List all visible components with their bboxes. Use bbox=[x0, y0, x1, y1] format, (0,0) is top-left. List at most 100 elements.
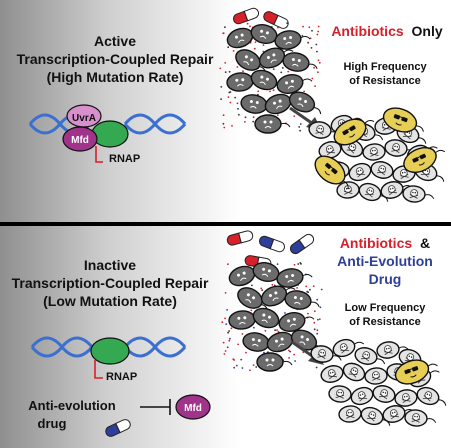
skull-icon bbox=[339, 343, 350, 354]
bacterium-icon bbox=[308, 121, 340, 139]
sunglasses-icon bbox=[325, 162, 338, 175]
resistant-bacterium-icon bbox=[333, 118, 375, 146]
bacterium-icon bbox=[282, 52, 318, 72]
bottom-bacteria-clump bbox=[221, 261, 324, 372]
top-rnap-label: RNAP bbox=[109, 153, 140, 165]
bottom-outcome-cluster bbox=[310, 338, 447, 427]
skull-icon bbox=[409, 189, 419, 199]
uvra-label: UvrA bbox=[72, 113, 96, 124]
skull-icon bbox=[384, 345, 393, 355]
skull-icon bbox=[422, 391, 433, 402]
skull-icon bbox=[411, 413, 421, 423]
skull-icon bbox=[389, 409, 399, 420]
bacterium-icon bbox=[252, 261, 287, 283]
skull-icon bbox=[348, 367, 359, 378]
bacterium-icon bbox=[254, 114, 291, 134]
top-capsules bbox=[233, 7, 289, 29]
bacterium-icon bbox=[288, 91, 322, 115]
bacterium-icon bbox=[358, 182, 389, 202]
bacterium-icon bbox=[354, 347, 386, 365]
top-heading-line-1: Active bbox=[94, 33, 136, 49]
skull-icon bbox=[371, 371, 381, 381]
bacterium-icon bbox=[380, 181, 413, 199]
bacterium-icon bbox=[258, 47, 294, 69]
bacterium-icon bbox=[332, 338, 365, 358]
resistant-bacterium-icon bbox=[314, 155, 349, 190]
skull-icon bbox=[391, 143, 400, 153]
top-outcome-cluster bbox=[308, 107, 446, 203]
skull-icon bbox=[379, 389, 389, 400]
bacterium-icon bbox=[276, 73, 313, 95]
bacterium-icon bbox=[274, 30, 311, 50]
bacterium-icon bbox=[284, 290, 320, 310]
skull-icon bbox=[327, 369, 337, 380]
inhibitor-line-1: Anti-evolution bbox=[28, 398, 115, 413]
top-panel-background bbox=[0, 0, 240, 222]
bacterium-icon bbox=[382, 405, 415, 423]
bottom-drug-line-2: Drug bbox=[369, 271, 402, 287]
bacterium-icon bbox=[278, 311, 315, 333]
skull-icon bbox=[369, 147, 379, 157]
sunglasses-icon bbox=[412, 153, 427, 163]
skull-icon bbox=[364, 187, 375, 198]
inhibitor-line-2: drug bbox=[38, 416, 67, 431]
bacterium-icon bbox=[237, 287, 269, 312]
bacterium-icon bbox=[360, 406, 391, 426]
bottom-outcome-line-2: of Resistance bbox=[349, 316, 421, 328]
bacterium-icon bbox=[372, 385, 404, 403]
skull-icon bbox=[317, 349, 326, 359]
top-heading-line-3: (High Mutation Rate) bbox=[47, 69, 184, 85]
skull-icon bbox=[335, 389, 345, 399]
bottom-heading-line-2: Transcription-Coupled Repair bbox=[12, 275, 209, 291]
resistant-bacterium-icon bbox=[403, 147, 446, 173]
skull-icon bbox=[343, 185, 353, 195]
top-outcome-line-1: High Frequency bbox=[343, 61, 427, 73]
top-only-word: Only bbox=[412, 23, 443, 39]
bottom-heading-line-3: (Low Mutation Rate) bbox=[43, 293, 177, 309]
bacterium-icon bbox=[256, 352, 293, 372]
bottom-amp-word: & bbox=[420, 235, 430, 251]
bacterium-icon bbox=[320, 365, 353, 383]
bottom-rnap-protein bbox=[90, 337, 130, 365]
resistant-bacterium-icon bbox=[382, 107, 424, 133]
bacterium-icon bbox=[328, 385, 361, 403]
sunglasses-icon bbox=[404, 366, 419, 375]
skull-icon bbox=[377, 165, 387, 176]
bacterium-icon bbox=[276, 268, 313, 288]
bottom-rna-strand bbox=[94, 360, 103, 379]
bottom-antibiotics-word: Antibiotics bbox=[340, 235, 413, 251]
panel-divider bbox=[0, 222, 451, 226]
skull-icon bbox=[402, 393, 411, 403]
top-heading-line-2: Transcription-Coupled Repair bbox=[17, 51, 214, 67]
bottom-mfd-label: Mfd bbox=[184, 403, 202, 414]
skull-icon bbox=[345, 409, 355, 419]
skull-icon bbox=[400, 169, 409, 179]
skull-icon bbox=[366, 411, 377, 422]
skull-icon bbox=[315, 125, 324, 135]
bottom-rnap-label: RNAP bbox=[106, 371, 137, 383]
skull-icon bbox=[346, 143, 357, 154]
skull-icon bbox=[357, 391, 368, 402]
bacterium-icon bbox=[348, 162, 381, 182]
top-bacteria-clump bbox=[219, 22, 322, 134]
bottom-mfd-protein bbox=[175, 394, 211, 420]
skull-icon bbox=[361, 351, 371, 362]
top-mfd-protein bbox=[62, 126, 98, 152]
top-rnap-protein bbox=[91, 120, 129, 148]
bottom-condition-line-1: Antibiotics & bbox=[340, 235, 430, 251]
bacterium-icon bbox=[260, 285, 296, 307]
skull-icon bbox=[325, 145, 335, 156]
bacterium-icon bbox=[416, 386, 447, 406]
inhibitor-capsule-icon bbox=[105, 419, 131, 437]
top-antibiotics-word: Antibiotics bbox=[331, 23, 404, 39]
bottom-drug-line-1: Anti-Evolution bbox=[337, 253, 433, 269]
inhibition-arrow-icon bbox=[140, 399, 171, 415]
bacterium-icon bbox=[364, 367, 397, 385]
top-condition-label: Antibiotics Only bbox=[331, 23, 443, 39]
skull-icon bbox=[387, 185, 397, 196]
bacterium-icon bbox=[402, 185, 435, 203]
skull-icon bbox=[355, 167, 366, 178]
capsule-icon bbox=[226, 230, 254, 246]
